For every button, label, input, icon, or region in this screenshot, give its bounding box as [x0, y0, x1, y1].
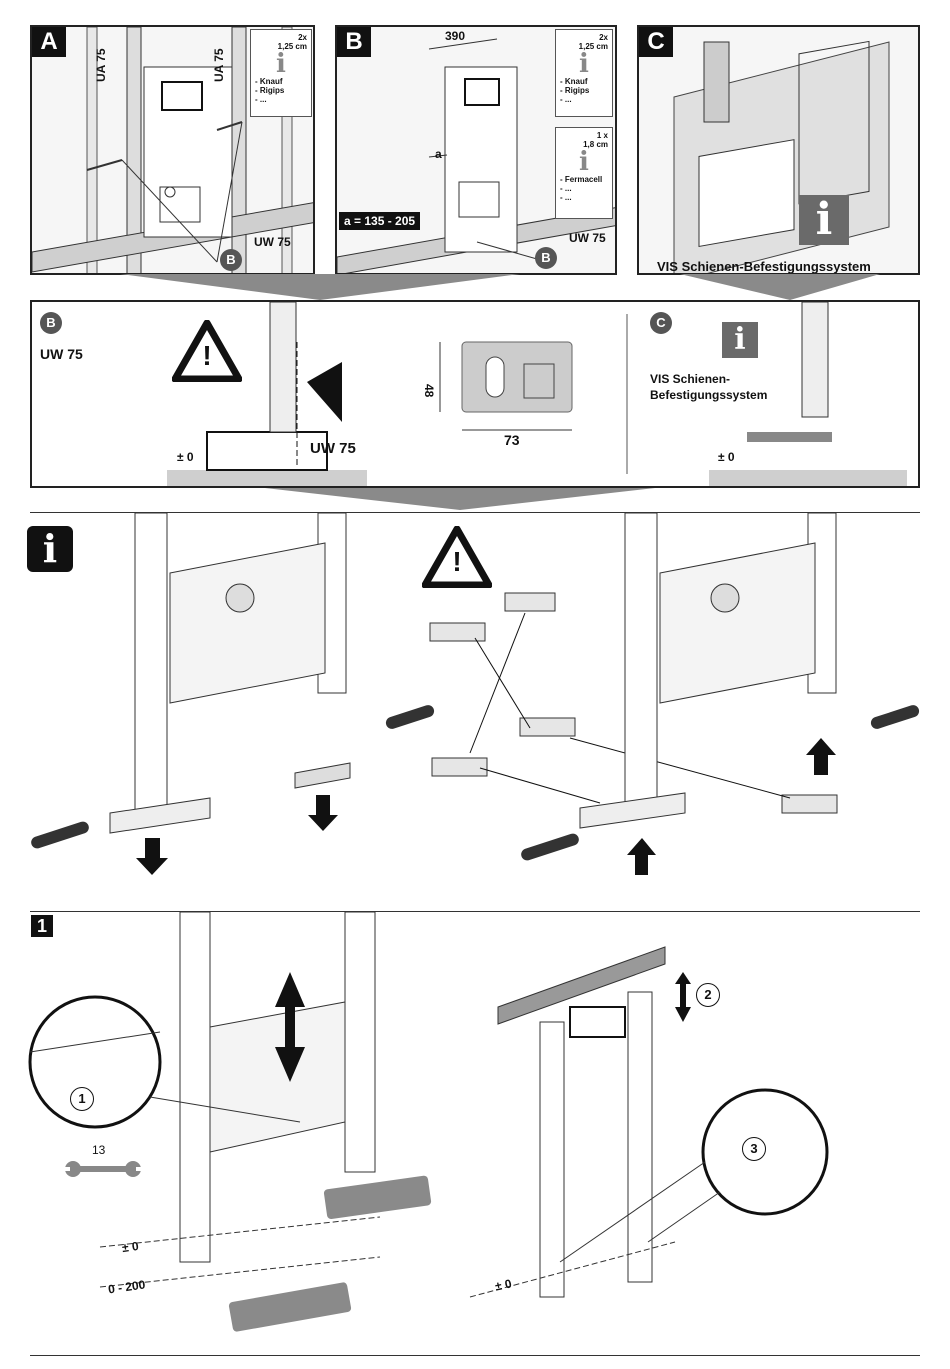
info-icon: i	[560, 149, 608, 175]
note-item: - ...	[560, 193, 608, 202]
note-qty: 2x	[560, 33, 608, 42]
panel-a-tag: A	[32, 27, 66, 57]
callout-b: B	[40, 312, 62, 334]
label-uw75: UW 75	[569, 231, 606, 245]
label-ua75-right: UA 75	[212, 48, 226, 82]
step-number: 1	[31, 915, 53, 937]
detail-panel: B UW 75 ! UW 75 ± 0 48 73 C i VIS Schien…	[30, 300, 920, 488]
info-icon: i	[722, 322, 758, 358]
dimension-73: 73	[504, 432, 520, 448]
dimension-48: 48	[422, 384, 436, 397]
vis-label-line1: VIS Schienen-	[650, 372, 730, 386]
wrench-icon	[64, 1160, 142, 1183]
info-icon: i	[255, 51, 307, 77]
callout-3: 3	[742, 1137, 766, 1161]
detail-illustration	[32, 302, 920, 488]
dimension-a: a	[435, 147, 442, 161]
panel-b: B 390 a a = 135 - 205 UW 75 B 2x 1,25 cm…	[335, 25, 617, 275]
vis-label-line2: Befestigungssystem	[650, 388, 767, 402]
callout-1: 1	[70, 1087, 94, 1111]
note-item: - ...	[560, 184, 608, 193]
note-item: - Rigips	[560, 86, 608, 95]
level-zero-left: ± 0	[121, 1239, 139, 1255]
caption-vis: VIS Schienen-Befestigungssystem	[657, 259, 871, 274]
note-qty: 1 x	[560, 131, 608, 140]
note-item: - ...	[255, 95, 307, 104]
callout-c: C	[650, 312, 672, 334]
level-zero-right: ± 0	[718, 450, 735, 464]
note-panel-a: 2x 1,25 cm i - Knauf - Rigips - ...	[250, 29, 312, 117]
info-icon: i	[27, 526, 73, 572]
note-item: - Fermacell	[560, 175, 608, 184]
label-ua75-left: UA 75	[94, 48, 108, 82]
note-item: - Knauf	[255, 77, 307, 86]
warning-mark: !	[422, 546, 492, 578]
info-icon: i	[560, 51, 608, 77]
panel-b-tag: B	[337, 27, 371, 57]
label-uw75: UW 75	[40, 346, 83, 362]
note-panel-b-2: 1 x 1,8 cm i - Fermacell - ... - ...	[555, 127, 613, 219]
callout-b: B	[535, 247, 557, 269]
note-qty: 2x	[255, 33, 307, 42]
panel-c: C i VIS Schienen-Befestigungssystem	[637, 25, 920, 275]
warning-icon: !	[422, 526, 492, 588]
callout-2: 2	[696, 983, 720, 1007]
label-uw75: UW 75	[254, 235, 291, 249]
info-icon: i	[799, 195, 849, 245]
range-label: a = 135 - 205	[339, 212, 420, 230]
level-zero: ± 0	[177, 450, 194, 464]
panel-c-tag: C	[639, 27, 673, 57]
note-item: - ...	[560, 95, 608, 104]
panel-a: A UA 75 UA 75 UW 75 B 2x 1,25 cm i - Kna…	[30, 25, 315, 275]
label-uw75-floor: UW 75	[310, 440, 356, 457]
divider-bottom	[30, 1355, 920, 1356]
warning-mark: !	[172, 340, 242, 372]
callout-b: B	[220, 249, 242, 271]
note-panel-b-1: 2x 1,25 cm i - Knauf - Rigips - ...	[555, 29, 613, 117]
note-item: - Rigips	[255, 86, 307, 95]
warning-icon: !	[172, 320, 242, 382]
dimension-390: 390	[445, 29, 465, 43]
wrench-size: 13	[92, 1143, 105, 1157]
note-item: - Knauf	[560, 77, 608, 86]
panel-c-illustration	[639, 27, 920, 275]
